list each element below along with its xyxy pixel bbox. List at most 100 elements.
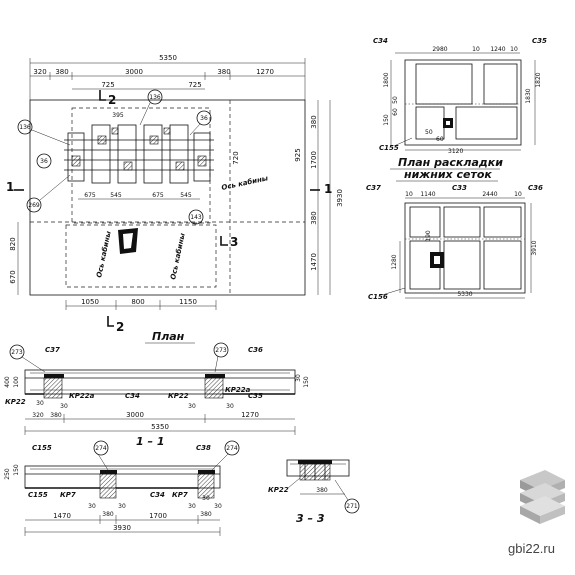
mesh-b-side-1280: 1280 [391,254,398,269]
svg-text:273: 273 [215,347,227,354]
svg-text:36: 36 [40,158,48,165]
plan-right-lower-380: 380 [310,211,318,224]
plan-dim-380-right: 380 [217,68,230,76]
svg-text:КР7: КР7 [172,491,188,499]
mesh-plan-title: План раскладки нижних сеток [390,156,503,182]
svg-text:C155: C155 [32,444,52,452]
section-1-1: 273 273 C37 C36 КР22 КР22а C34 КР22 КР22… [4,342,310,448]
svg-text:30: 30 [226,403,234,410]
mesh-b-side-3910: 3910 [531,240,538,255]
plan-callouts: 136 136 36 36 269 143 [17,89,212,225]
svg-text:C37: C37 [45,346,60,354]
svg-text:100: 100 [13,376,20,388]
mesh-inner-50: 50 [425,129,433,136]
axis-label-horizontal: Ось кабины [221,174,270,192]
svg-text:380: 380 [50,412,62,419]
mesh-label-c37: C37 [366,184,381,192]
watermark-text: gbi22.ru [508,541,555,556]
svg-text:5350: 5350 [151,423,169,431]
svg-text:КР22а: КР22а [225,386,251,394]
svg-text:30: 30 [88,503,96,510]
mesh-side-60: 60 [392,108,399,116]
svg-text:143: 143 [190,214,202,221]
svg-text:30: 30 [188,503,196,510]
svg-text:269: 269 [28,202,40,209]
plan-dim-675-left: 675 [84,192,96,199]
svg-text:нижних сеток: нижних сеток [404,168,492,181]
svg-text:30: 30 [214,503,222,510]
plan-dim-675-right: 675 [152,192,164,199]
plan-right-dim-925: 925 [294,148,302,161]
svg-text:380: 380 [102,511,114,518]
plan-dim-320: 320 [33,68,46,76]
mesh-b-dim-2440: 2440 [482,191,497,198]
svg-text:3: 3 [230,235,238,249]
svg-text:C34: C34 [150,491,165,499]
svg-text:1700: 1700 [149,512,167,520]
mesh-dim-2980: 2980 [432,46,447,53]
svg-text:380: 380 [316,487,328,494]
svg-text:274: 274 [226,445,238,452]
mesh-label-c156: C156 [368,293,388,301]
plan-dim-725-left: 725 [101,81,114,89]
plan-dim-380-left: 380 [55,68,68,76]
svg-text:30: 30 [118,503,126,510]
axis-label-left: Ось кабины [95,230,113,279]
section-3-3: КР22 380 271 3 – 3 [268,459,360,525]
mesh-b-dim-1140: 1140 [420,191,435,198]
mesh-inner-3120: 3120 [448,148,463,155]
mesh-side-150: 150 [383,114,390,126]
svg-text:C155: C155 [28,491,48,499]
svg-text:320: 320 [32,412,44,419]
mesh-b-dim-10-b: 10 [514,191,522,198]
mesh-b-side-190: 190 [425,230,432,242]
svg-text:C35: C35 [248,392,263,400]
plan-left-dim-670: 670 [9,270,17,283]
plan-bottom-1150: 1150 [179,298,197,306]
svg-text:30: 30 [295,374,302,382]
plan-dim-1270: 1270 [256,68,274,76]
svg-text:30: 30 [202,495,210,502]
mesh-side-1830: 1830 [525,88,532,103]
svg-text:КР22а: КР22а [69,392,95,400]
mesh-label-c34: C34 [373,37,388,45]
svg-text:План раскладки: План раскладки [398,156,503,169]
mesh-label-c36: C36 [528,184,543,192]
svg-text:30: 30 [188,403,196,410]
svg-text:2: 2 [116,320,124,334]
svg-text:273: 273 [11,349,23,356]
svg-text:1470: 1470 [53,512,71,520]
svg-text:1270: 1270 [241,411,259,419]
plan-right-dim-1700: 1700 [310,151,318,169]
plan-dim-545-left: 545 [110,192,122,199]
plan-dim-395: 395 [112,112,124,119]
mesh-inner-60: 60 [436,136,444,143]
plan-dim-725-right: 725 [188,81,201,89]
plan-dim-545-right: 545 [180,192,192,199]
svg-text:3000: 3000 [126,411,144,419]
svg-text:3 – 3: 3 – 3 [296,512,325,525]
svg-text:1: 1 [324,182,332,196]
svg-text:C34: C34 [125,392,140,400]
plan-right-lower-1470: 1470 [310,253,318,271]
svg-text:30: 30 [60,403,68,410]
mesh-b-dim-10-a: 10 [405,191,413,198]
plan-right-overall: 3930 [336,189,344,207]
mesh-b-overall: 5330 [457,291,472,298]
svg-text:КР22: КР22 [268,486,289,494]
axis-label-right: Ось кабины [169,232,187,281]
watermark-logo [520,470,565,524]
svg-text:КР22: КР22 [168,392,189,400]
mesh-side-50: 50 [392,96,399,104]
svg-text:36: 36 [200,115,208,122]
svg-text:136: 136 [149,94,161,101]
plan-bottom-800: 800 [131,298,144,306]
svg-text:2: 2 [108,93,116,107]
mesh-label-c33: C33 [452,184,467,192]
mesh-dim-1240: 1240 [490,46,505,53]
plan-view: 5350 320 380 3000 380 1270 725 725 [6,54,344,344]
svg-text:250: 250 [4,468,11,480]
plan-dim-3000: 3000 [125,68,143,76]
plan-left-dim-820: 820 [9,237,17,250]
